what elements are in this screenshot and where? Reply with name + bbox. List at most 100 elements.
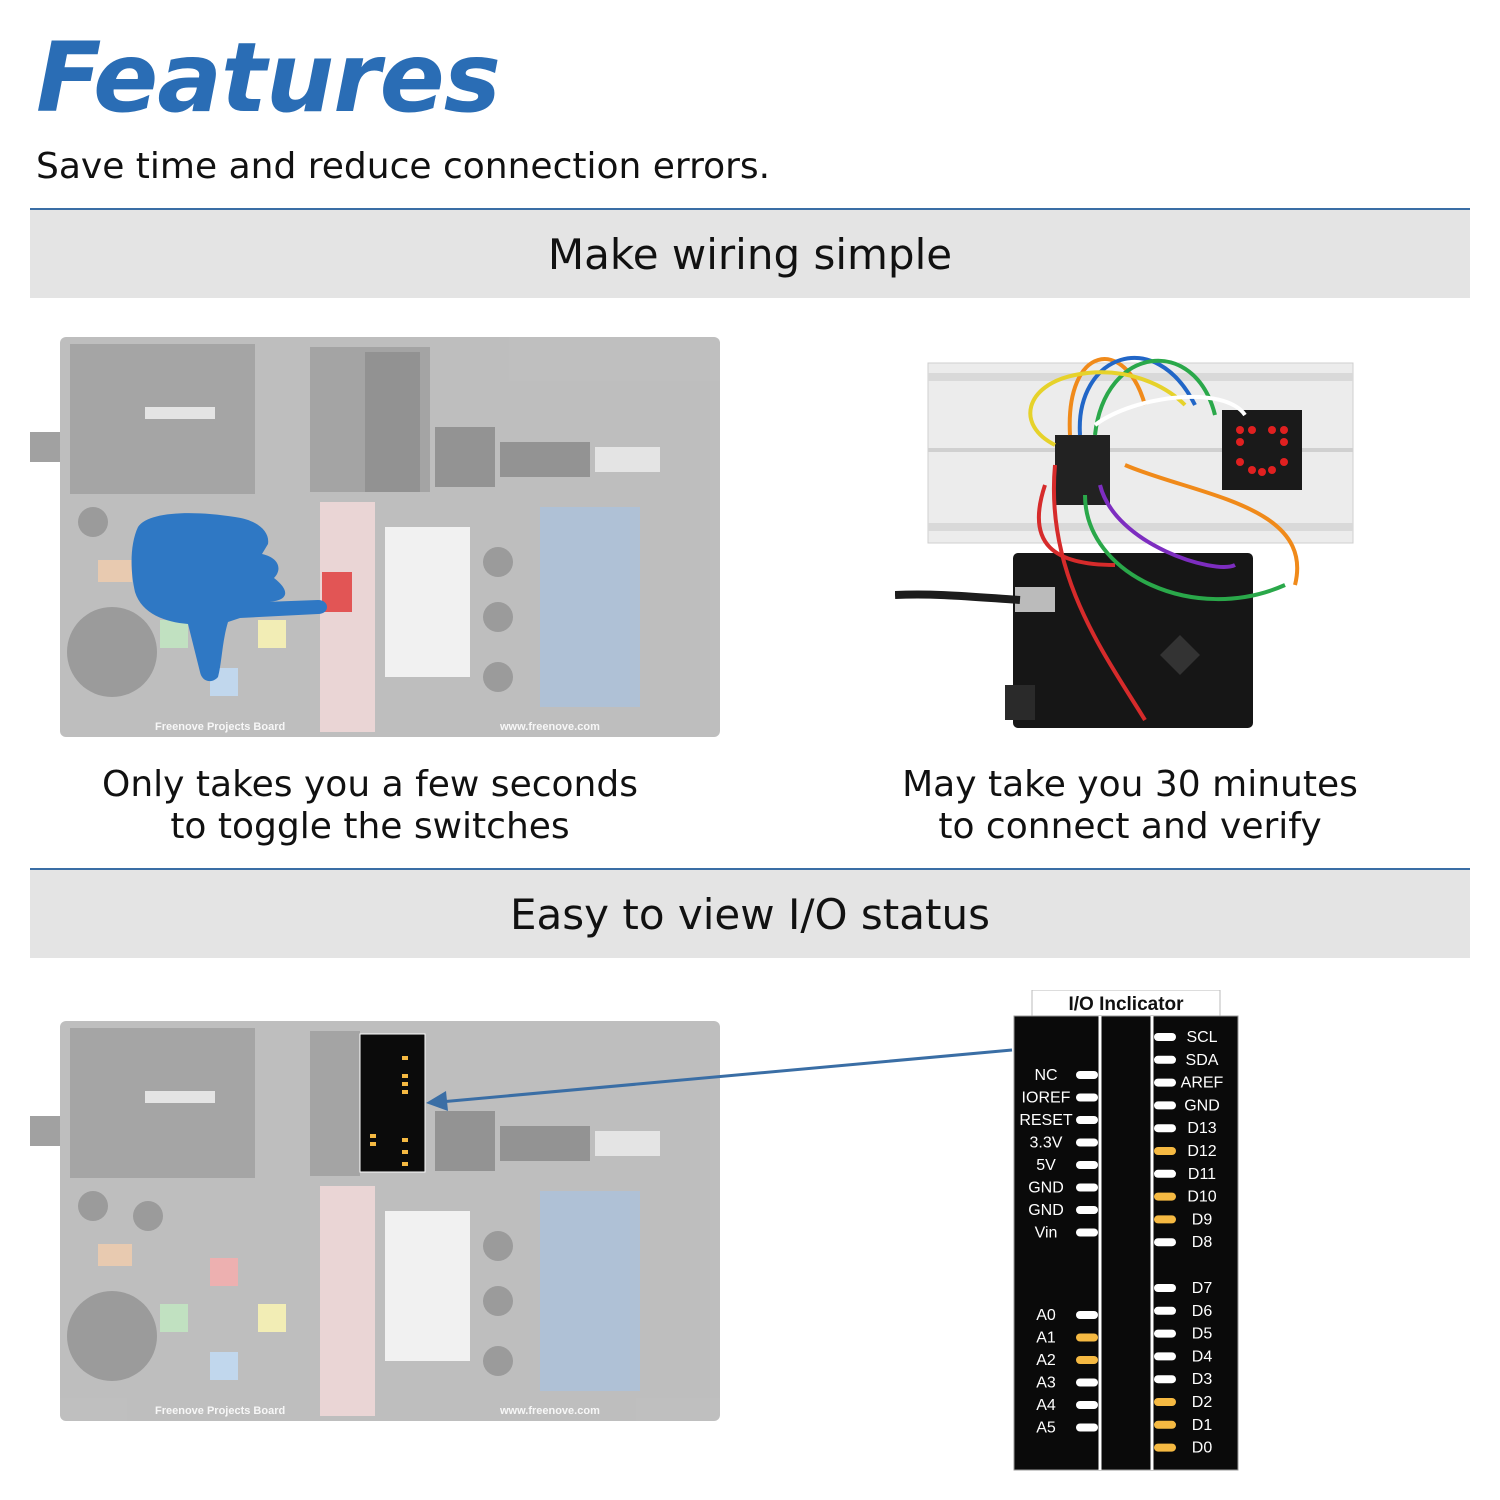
- io-pin-label: D3: [1192, 1371, 1213, 1388]
- io-pin-a2: A2: [1036, 1352, 1098, 1369]
- io-pin-gnd: GND: [1028, 1180, 1098, 1197]
- io-pin-label: A0: [1036, 1307, 1056, 1324]
- io-pin-d6: D6: [1154, 1303, 1212, 1320]
- io-pin-a5: A5: [1036, 1420, 1098, 1437]
- projects-board-image: Freenove Projects Board www.freenove.com: [30, 337, 720, 737]
- io-led-off: [1076, 1093, 1098, 1102]
- io-pin-label: D2: [1192, 1394, 1213, 1411]
- io-led-off: [1076, 1071, 1098, 1079]
- io-led-on: [1076, 1356, 1098, 1364]
- io-led-off: [1076, 1206, 1098, 1214]
- io-pin-label: IOREF: [1022, 1090, 1071, 1107]
- caption-line: to connect and verify: [938, 806, 1322, 847]
- io-pin-a0: A0: [1036, 1307, 1098, 1324]
- section-heading-io: Easy to view I/O status: [30, 870, 1470, 958]
- io-pin-label: A4: [1036, 1397, 1056, 1414]
- io-pin-label: A5: [1036, 1420, 1056, 1437]
- caption-wiring: May take you 30 minutes to connect and v…: [830, 764, 1430, 848]
- usb-cable: [30, 432, 60, 462]
- io-pin-label: D13: [1187, 1120, 1216, 1137]
- io-pin-label: AREF: [1181, 1075, 1224, 1092]
- io-indicator-title-box: [1031, 989, 1221, 1019]
- thumbs-down-hand-icon: [131, 513, 327, 682]
- io-led-off: [1076, 1378, 1098, 1387]
- divider: [30, 868, 1470, 870]
- io-pin-label: D7: [1192, 1280, 1213, 1297]
- usb-cable: [895, 590, 1021, 604]
- io-pin-label: D4: [1192, 1348, 1213, 1365]
- io-pin-ioref: IOREF: [1022, 1090, 1098, 1107]
- page-subtitle: Save time and reduce connection errors.: [36, 146, 771, 187]
- io-pin-label: A1: [1036, 1330, 1056, 1347]
- io-pin-label: D8: [1192, 1234, 1213, 1251]
- pin-table: [385, 527, 470, 677]
- board-brand-label: Freenove Projects Board: [155, 1405, 285, 1417]
- io-led-off: [1154, 1352, 1176, 1361]
- io-led-off: [1154, 1306, 1176, 1315]
- rfid-module: [540, 507, 640, 707]
- io-led-off: [1154, 1169, 1176, 1178]
- io-led-off: [1076, 1228, 1098, 1237]
- io-pin-a4: A4: [1036, 1397, 1098, 1414]
- caption-line: Only takes you a few seconds: [102, 764, 638, 805]
- io-pin-label: NC: [1034, 1067, 1057, 1084]
- section-heading-wiring: Make wiring simple: [30, 210, 1470, 298]
- io-led-off: [1154, 1329, 1176, 1338]
- io-pin-d9: D9: [1154, 1211, 1212, 1228]
- io-pin-label: GND: [1028, 1180, 1064, 1197]
- io-led-off: [1154, 1078, 1176, 1087]
- io-pin-d12: D12: [1154, 1143, 1217, 1160]
- io-pin-label: D9: [1192, 1211, 1213, 1228]
- io-pin-d7: D7: [1154, 1280, 1212, 1297]
- io-pin-label: D5: [1192, 1326, 1213, 1343]
- joystick: [67, 607, 157, 697]
- io-led-off: [1154, 1284, 1176, 1292]
- io-pin-vin: Vin: [1035, 1225, 1098, 1242]
- io-led-off: [1076, 1138, 1098, 1147]
- projects-board-io-image: Freenove Projects Board www.freenove.com: [30, 1021, 720, 1421]
- io-led-off: [1076, 1401, 1098, 1409]
- io-pin-label: D6: [1192, 1303, 1213, 1320]
- io-led-on: [1154, 1192, 1176, 1201]
- io-pin-label: SCL: [1186, 1029, 1217, 1046]
- io-led-off: [1154, 1375, 1176, 1384]
- io-pin-d11: D11: [1154, 1166, 1216, 1183]
- io-pin-label: D0: [1192, 1440, 1213, 1457]
- io-led-on: [1154, 1147, 1176, 1155]
- io-pin-label: A2: [1036, 1352, 1056, 1369]
- breadboard-wiring-image: [895, 356, 1354, 728]
- io-pin-label: 3.3V: [1030, 1135, 1063, 1152]
- io-led-on: [1154, 1215, 1176, 1224]
- caption-line: May take you 30 minutes: [902, 764, 1358, 805]
- io-pin-label: RESET: [1019, 1112, 1073, 1129]
- io-pin-scl: SCL: [1154, 1029, 1218, 1046]
- io-indicator-highlight: [359, 1033, 426, 1173]
- io-led-off: [1076, 1161, 1098, 1169]
- io-pin-label: SDA: [1186, 1052, 1219, 1069]
- io-led-off: [1076, 1423, 1098, 1432]
- io-led-off: [1154, 1124, 1176, 1133]
- board-url-label: www.freenove.com: [499, 721, 600, 733]
- io-pin-reset: RESET: [1019, 1112, 1098, 1129]
- io-pin-d13: D13: [1154, 1120, 1217, 1137]
- io-pin-d2: D2: [1154, 1394, 1212, 1411]
- io-led-on: [1154, 1420, 1176, 1429]
- board-brand-label: Freenove Projects Board: [155, 721, 285, 733]
- io-pin-gnd: GND: [1154, 1097, 1220, 1114]
- io-pin-label: D12: [1187, 1143, 1216, 1160]
- io-pin-label: GND: [1184, 1097, 1220, 1114]
- io-led-on: [1154, 1398, 1176, 1406]
- led-matrix-red: [1222, 410, 1302, 490]
- io-pin-nc: NC: [1034, 1067, 1098, 1084]
- io-led-off: [1076, 1311, 1098, 1319]
- io-pin-gnd: GND: [1028, 1202, 1098, 1219]
- io-led-off: [1154, 1033, 1176, 1041]
- io-led-on: [1154, 1443, 1176, 1452]
- caption-line: to toggle the switches: [170, 806, 570, 847]
- io-led-off: [1154, 1101, 1176, 1110]
- io-pin-d1: D1: [1154, 1417, 1212, 1434]
- io-pin-label: D10: [1187, 1189, 1216, 1206]
- divider: [30, 208, 1470, 210]
- io-led-on: [1076, 1333, 1098, 1342]
